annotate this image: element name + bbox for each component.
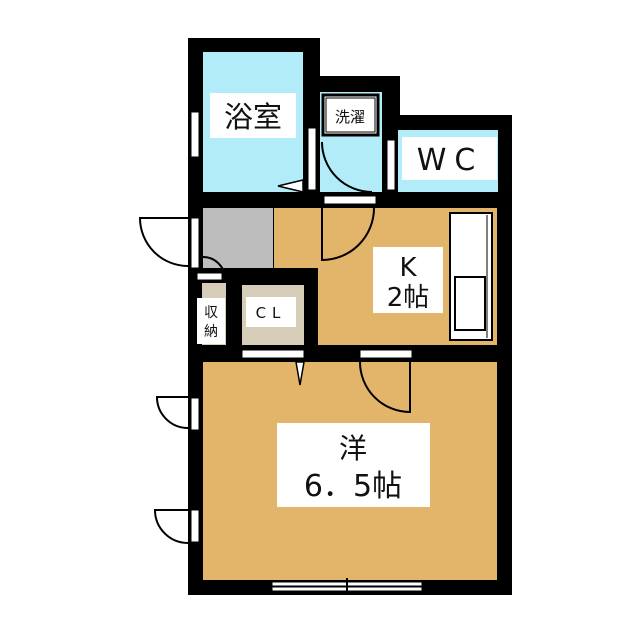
door-marker [277,179,304,193]
doors [138,141,411,544]
kitchen-name: K [399,253,417,283]
storage-label-1: 収 [204,305,218,321]
wc-label: WC [417,143,484,178]
closet-label: CL [256,304,287,322]
western-room-name: 洋 [339,432,367,465]
entrance [203,208,273,268]
sink-icon [454,276,486,331]
laundry-label: 洗濯 [335,108,365,126]
kitchen-counter [449,212,493,341]
western-room-size: 6．5帖 [304,469,402,504]
label-boxes [197,93,497,507]
door-marker [295,361,305,386]
laundry-inner [325,97,376,133]
bath-label: 浴室 [224,100,282,134]
kitchen-size: 2帖 [387,283,430,313]
storage-label-2: 納 [204,324,218,340]
